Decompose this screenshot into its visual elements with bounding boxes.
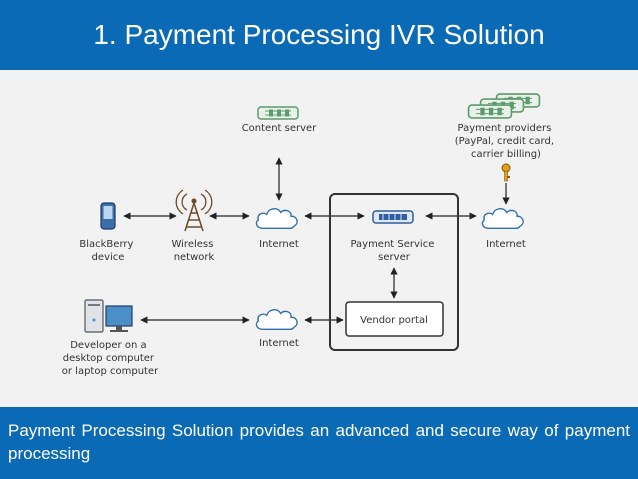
vendor-portal-box [345,301,444,337]
internet-label: Internet [259,239,299,250]
architecture-diagram: Content server Payment providers (PayPal… [62,93,557,377]
developer-label: Developer on a desktop computer or lapto… [62,340,159,377]
diagram-panel: Content server Payment providers (PayPal… [0,70,638,407]
payment-service-server-label: Payment Service server [350,239,437,263]
payment-service-server-icon [372,210,414,224]
slide-title: 1. Payment Processing IVR Solution [93,19,545,50]
payment-service-group [329,193,459,351]
vendor-portal-label: Vendor portal [360,315,428,326]
internet-label: Internet [259,338,299,349]
desktop-computer-icon [84,299,133,333]
payment-providers-server-icon [467,93,541,119]
key-icon [501,163,511,182]
wireless-label: Wireless network [171,239,216,263]
caption-text: Payment Processing Solution provides an … [8,421,630,463]
cloud-icon [255,308,298,331]
cloud-icon [255,207,298,230]
blackberry-label: BlackBerry device [79,239,136,263]
wireless-tower-icon [175,189,213,232]
cloud-icon [481,207,524,230]
content-server-label: Content server [242,123,317,134]
blackberry-device-icon [100,202,116,230]
internet-label: Internet [486,239,526,250]
payment-providers-label: Payment providers (PayPal, credit card, … [455,123,557,160]
content-server-icon [257,106,299,120]
caption-bar: Payment Processing Solution provides an … [0,407,638,479]
title-bar: 1. Payment Processing IVR Solution [0,0,638,70]
